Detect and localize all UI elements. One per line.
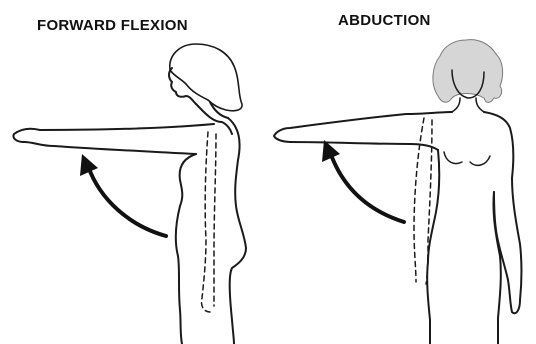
raised-arm-forward-icon (13, 104, 232, 154)
forward-flexion-figure-icon (13, 44, 246, 344)
abduction-arrow-icon (330, 152, 404, 222)
raised-arm-sideways-icon (274, 112, 452, 150)
side-hair-icon (170, 44, 242, 111)
front-torso-icon (427, 150, 439, 344)
chest-line-icon (444, 152, 490, 165)
front-hair-icon (433, 40, 503, 103)
flexion-arrow-icon (88, 166, 166, 236)
abduction-figure-icon (274, 40, 522, 344)
arm-at-side-dashed-icon (201, 132, 216, 312)
side-torso-icon (176, 154, 196, 344)
arm-at-side-dashed-icon-2 (414, 118, 432, 284)
